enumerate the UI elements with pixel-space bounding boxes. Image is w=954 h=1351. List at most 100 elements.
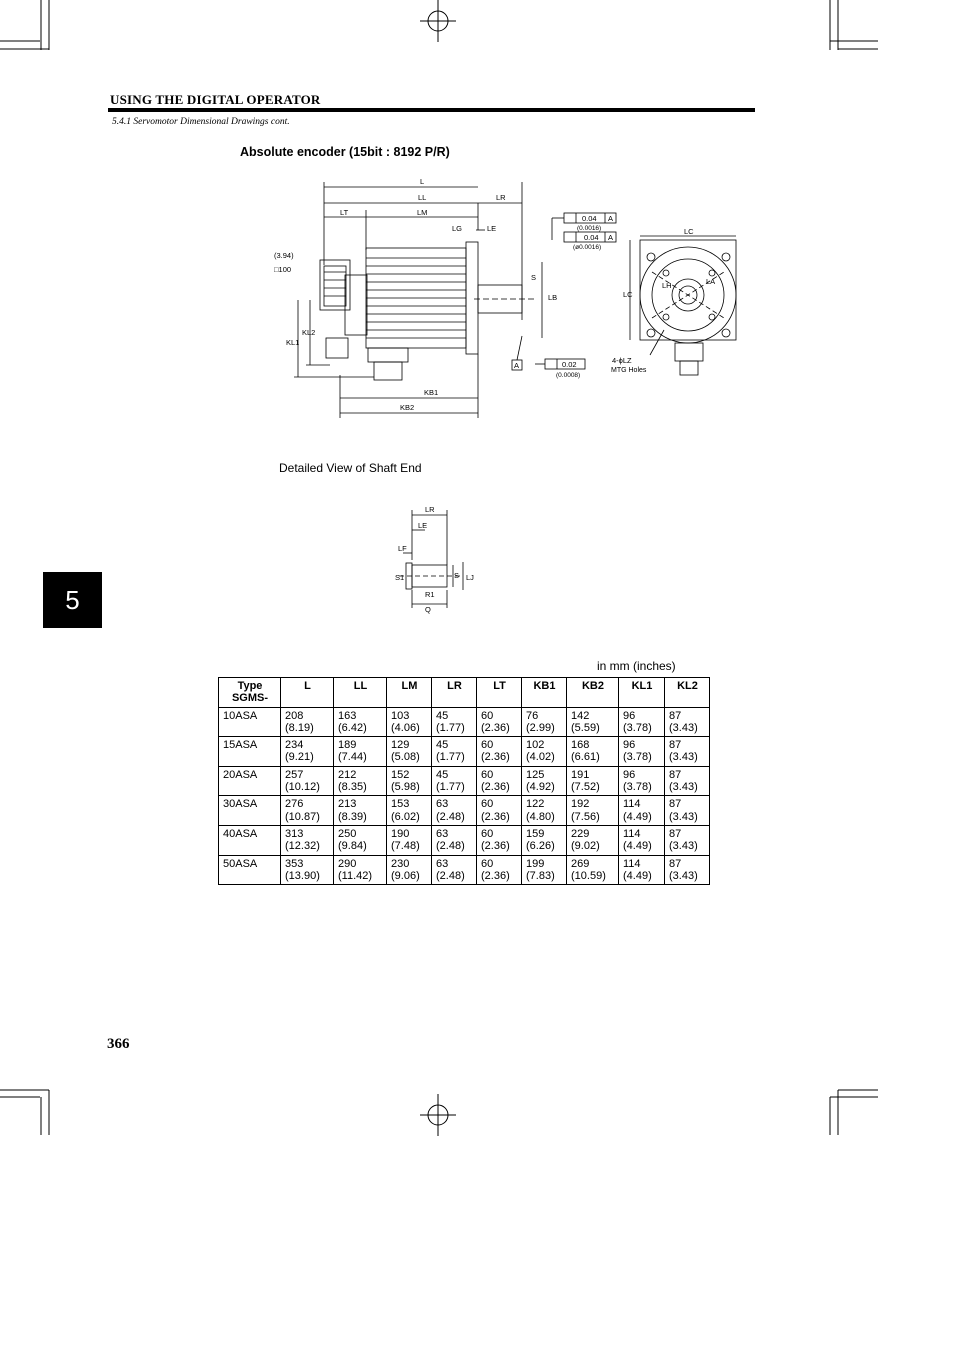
cell-mm-value: 191 — [571, 768, 590, 781]
cell-inch-value: (2.48) — [436, 810, 465, 823]
cell-mm-value: 114 — [623, 857, 641, 870]
label-L: L — [420, 177, 424, 186]
cell-mm-value: 153 — [391, 798, 410, 811]
cell-inch-value: (2.99) — [526, 721, 555, 734]
cell-mm-value: 103 — [391, 709, 410, 722]
label-LL: LL — [418, 193, 426, 202]
cell-inch-value: (12.32) — [285, 840, 320, 853]
table-cell: 87(3.43) — [664, 706, 710, 738]
cell-inch-value: (8.35) — [338, 781, 367, 794]
cell-inch-value: (5.59) — [571, 721, 600, 734]
tol-perp-datum: A — [608, 214, 613, 223]
label-LM: LM — [417, 208, 427, 217]
table-cell: 63(2.48) — [431, 854, 477, 886]
table-cell: 102(4.02) — [521, 736, 567, 767]
cell-inch-value: (4.49) — [623, 869, 652, 882]
table-header-row: Type SGMS- L LL LM LR LT KB1 KB2 KL1 KL2 — [218, 677, 710, 708]
table-cell: 63(2.48) — [431, 795, 477, 826]
cell-mm-value: 45 — [436, 739, 449, 752]
label-KB2: KB2 — [400, 403, 414, 412]
table-cell-type: 20ASA — [218, 765, 281, 797]
datum-A: A — [514, 361, 519, 370]
cell-mm-value: 199 — [526, 857, 545, 870]
table-cell-type: 10ASA — [218, 706, 281, 738]
table-cell: 76(2.99) — [521, 706, 567, 738]
cell-inch-value: (1.77) — [436, 721, 465, 734]
cell-mm-value: 45 — [436, 768, 449, 781]
table-cell: 114(4.49) — [618, 854, 665, 886]
cell-inch-value: (9.06) — [391, 869, 420, 882]
cell-mm-value: 96 — [623, 768, 636, 781]
label-LR: LR — [496, 193, 506, 202]
cell-inch-value: (7.52) — [571, 781, 600, 794]
table-cell: 63(2.48) — [431, 824, 477, 856]
cell-inch-value: (13.90) — [285, 869, 320, 882]
table-cell: 230(9.06) — [386, 854, 432, 886]
label-LC-side: LC — [623, 290, 633, 299]
dimensions-table: Type SGMS- L LL LM LR LT KB1 KB2 KL1 KL2… — [218, 677, 710, 886]
detail-label-S: S — [454, 571, 459, 580]
cell-inch-value: (10.59) — [571, 869, 606, 882]
cell-mm-value: 60 — [481, 827, 494, 840]
cell-inch-value: (5.98) — [391, 781, 420, 794]
cell-mm-value: 114 — [623, 798, 641, 811]
breadcrumb: 5.4.1 Servomotor Dimensional Drawings co… — [112, 117, 290, 127]
cell-mm-value: 60 — [481, 768, 494, 781]
cell-inch-value: (6.42) — [338, 721, 367, 734]
col-header-type: Type SGMS- — [218, 677, 281, 708]
table-cell: 96(3.78) — [618, 706, 665, 738]
shaft-end-detail-drawing: LR LE LF S1 S LJ R1 Q — [395, 505, 474, 614]
cell-mm-value: 96 — [623, 739, 636, 752]
cell-mm-value: 190 — [391, 827, 410, 840]
label-LC-top: LC — [684, 227, 694, 236]
cell-mm-value: 152 — [391, 768, 410, 781]
tol-conc-inches: (ø0.0016) — [573, 244, 601, 251]
cell-inch-value: (3.43) — [669, 810, 698, 823]
cell-mm-value: 102 — [526, 739, 545, 752]
table-cell: 250(9.84) — [333, 824, 387, 856]
table-cell: 60(2.36) — [476, 736, 522, 767]
cell-inch-value: (2.36) — [481, 840, 510, 853]
label-LA: LA — [706, 277, 715, 286]
table-cell: 45(1.77) — [431, 706, 477, 738]
detail-label-S1: S1 — [395, 573, 404, 582]
detail-label-LF: LF — [398, 544, 407, 553]
cell-mm-value: 125 — [526, 768, 545, 781]
cell-mm-value: 60 — [481, 798, 494, 811]
cell-inch-value: (4.92) — [526, 781, 555, 794]
table-cell: 60(2.36) — [476, 795, 522, 826]
table-cell: 199(7.83) — [521, 854, 567, 886]
cell-inch-value: (8.39) — [338, 810, 367, 823]
cell-mm-value: 163 — [338, 709, 357, 722]
cell-inch-value: (6.61) — [571, 751, 600, 764]
cell-inch-value: (10.12) — [285, 781, 320, 794]
col-header-KL1: KL1 — [618, 677, 665, 708]
chapter-tab: 5 — [43, 572, 102, 628]
detail-label-LE: LE — [418, 521, 427, 530]
cell-inch-value: (1.77) — [436, 751, 465, 764]
cell-inch-value: (1.77) — [436, 781, 465, 794]
table-cell: 60(2.36) — [476, 854, 522, 886]
table-cell: 87(3.43) — [664, 824, 710, 856]
cell-mm-value: 159 — [526, 827, 545, 840]
cell-inch-value: (2.48) — [436, 840, 465, 853]
cell-mm-value: 60 — [481, 709, 494, 722]
cell-inch-value: (4.06) — [391, 721, 420, 734]
table-cell: 229(9.02) — [566, 824, 619, 856]
cell-inch-value: (5.08) — [391, 751, 420, 764]
table-cell: 125(4.92) — [521, 765, 567, 797]
cell-mm-value: 192 — [571, 798, 590, 811]
tol-perp-inches: (0.0016) — [577, 225, 601, 232]
table-cell: 87(3.43) — [664, 736, 710, 767]
cell-mm-value: 63 — [436, 798, 449, 811]
cell-mm-value: 229 — [571, 827, 590, 840]
label-flange-size: □100 — [274, 265, 291, 274]
page-number: 366 — [107, 1036, 130, 1052]
cell-inch-value: (6.26) — [526, 840, 555, 853]
cell-mm-value: 142 — [571, 709, 590, 722]
mtg-holes-caption: MTG Holes — [611, 367, 647, 374]
table-cell: 142(5.59) — [566, 706, 619, 738]
